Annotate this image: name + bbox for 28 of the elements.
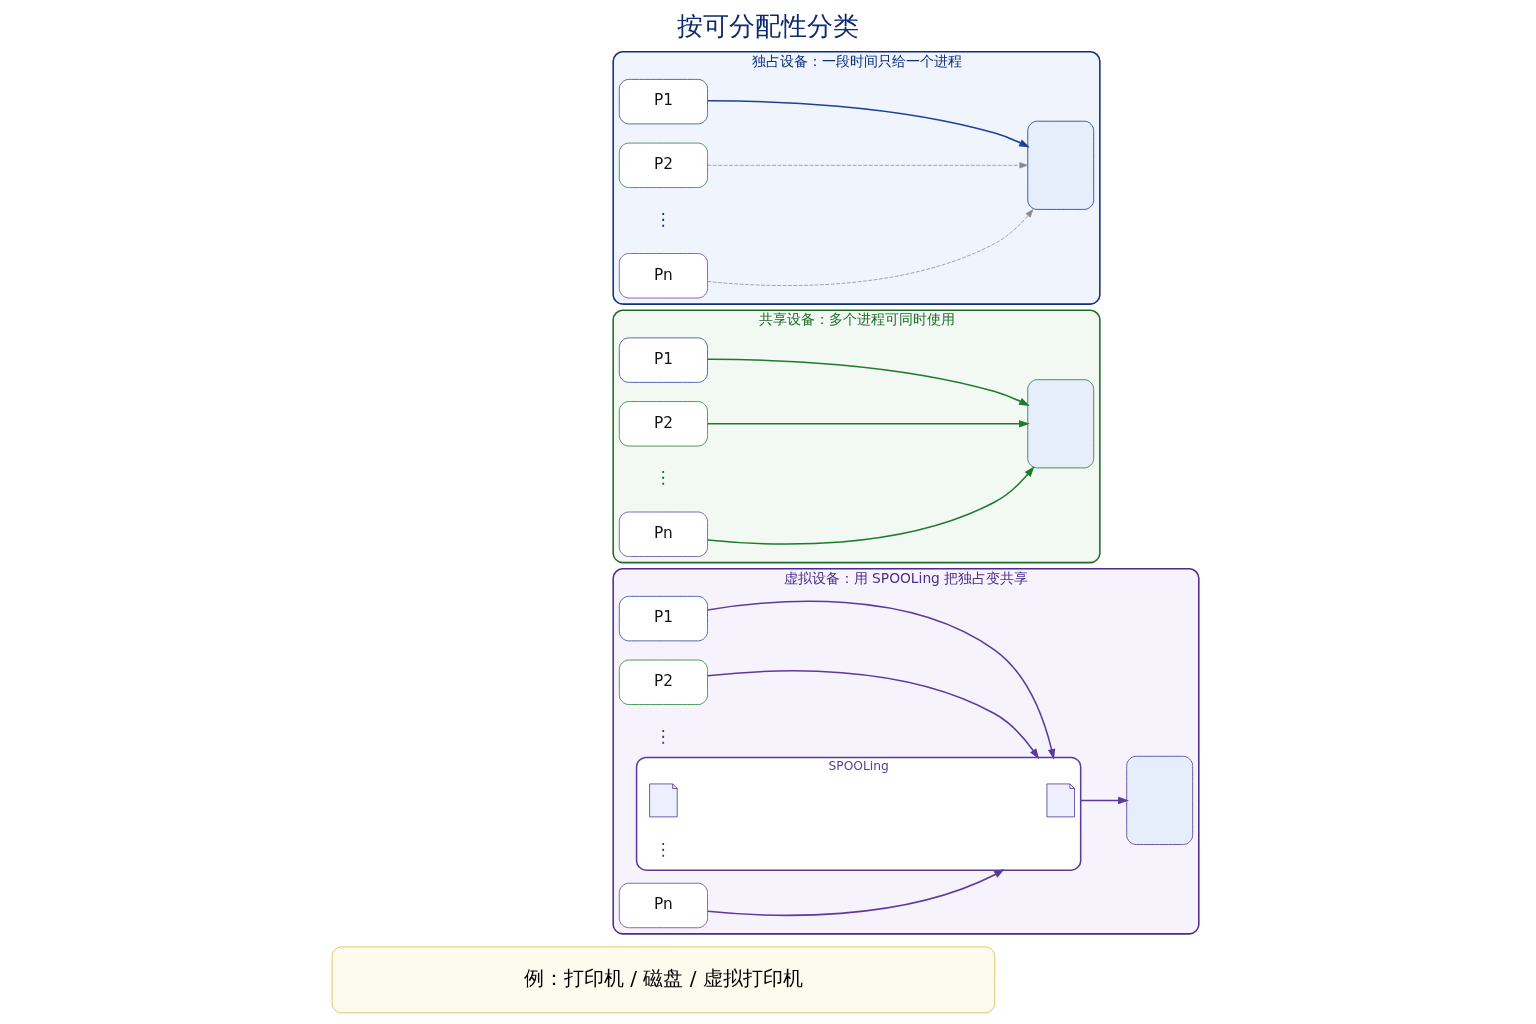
node-box: P1 xyxy=(618,79,708,125)
arrow xyxy=(706,420,1030,428)
arrow xyxy=(706,600,1055,760)
node-box: P1 xyxy=(618,596,708,642)
node-box xyxy=(1125,755,1193,845)
node-text: ⋮ xyxy=(654,208,672,229)
arrow xyxy=(706,869,1005,917)
diagram-title: 按可分配性分类 xyxy=(677,11,859,42)
node-text: ⋮ xyxy=(654,838,672,859)
node-box: Pn xyxy=(618,882,708,929)
arrow xyxy=(706,466,1034,545)
node-box: Pn xyxy=(618,253,708,299)
node-box: P2 xyxy=(618,142,708,188)
node-box: P1 xyxy=(618,337,708,383)
arrow xyxy=(706,670,1039,760)
arrow xyxy=(706,162,1028,169)
arrow xyxy=(706,100,1030,148)
node-text: ⋮ xyxy=(654,725,672,746)
node-text: ⋮ xyxy=(654,467,672,488)
node-box: 例：打印机 / 磁盘 / 虚拟打印机 xyxy=(331,946,995,1014)
node-box: Pn xyxy=(618,511,708,557)
node-box xyxy=(1026,379,1094,469)
arrow xyxy=(1079,796,1129,805)
arrow xyxy=(706,209,1033,286)
arrow xyxy=(706,358,1030,406)
node-box xyxy=(1026,120,1094,210)
node-box: P2 xyxy=(618,401,708,447)
node-box: P2 xyxy=(618,659,708,705)
